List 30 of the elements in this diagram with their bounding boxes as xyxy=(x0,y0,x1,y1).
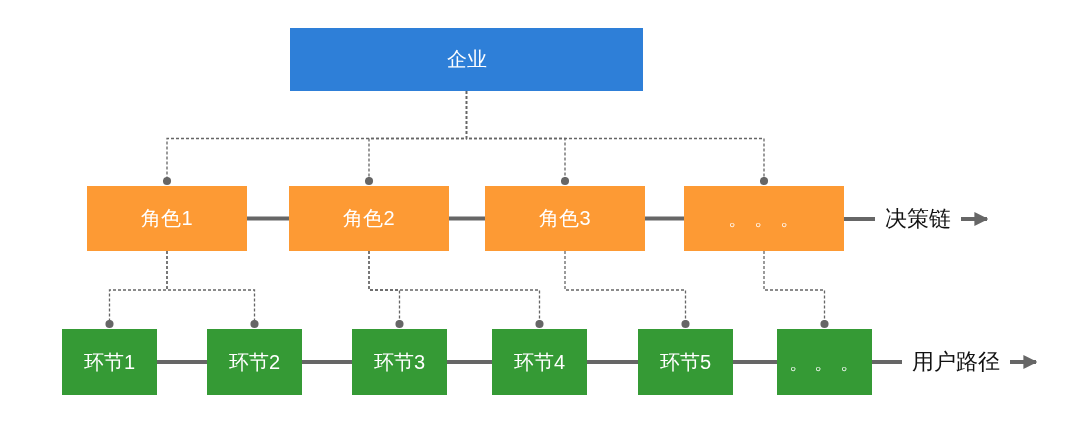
connector-line xyxy=(844,217,875,221)
role-box: 。 。 。 xyxy=(684,186,844,251)
connector-line xyxy=(157,360,207,364)
step-box: 。 。 。 xyxy=(777,329,872,395)
connector-line xyxy=(449,216,485,221)
step-box: 环节3 xyxy=(352,329,447,395)
connector-line xyxy=(587,360,638,364)
connector-line xyxy=(447,360,492,364)
row-label: 决策链 xyxy=(885,206,951,232)
role-box: 角色1 xyxy=(87,186,247,251)
company-box: 企业 xyxy=(290,28,643,91)
step-box: 环节2 xyxy=(207,329,302,395)
step-box: 环节4 xyxy=(492,329,587,395)
arrow xyxy=(1010,355,1038,369)
connector-line xyxy=(302,360,352,364)
dashed-connector xyxy=(368,250,544,329)
connector-line xyxy=(645,216,684,221)
dashed-connector xyxy=(763,250,829,329)
connector-line xyxy=(733,360,777,364)
role-box: 角色3 xyxy=(485,186,645,251)
role-box: 角色2 xyxy=(289,186,449,251)
connector-line xyxy=(247,216,289,221)
dashed-connector xyxy=(564,250,690,329)
step-box: 环节1 xyxy=(62,329,157,395)
dashed-connector xyxy=(166,250,259,329)
row-label: 用户路径 xyxy=(912,349,1000,375)
arrow xyxy=(961,212,989,226)
step-box: 环节5 xyxy=(638,329,733,395)
connector-line xyxy=(872,360,902,364)
dashed-connector xyxy=(465,90,769,186)
